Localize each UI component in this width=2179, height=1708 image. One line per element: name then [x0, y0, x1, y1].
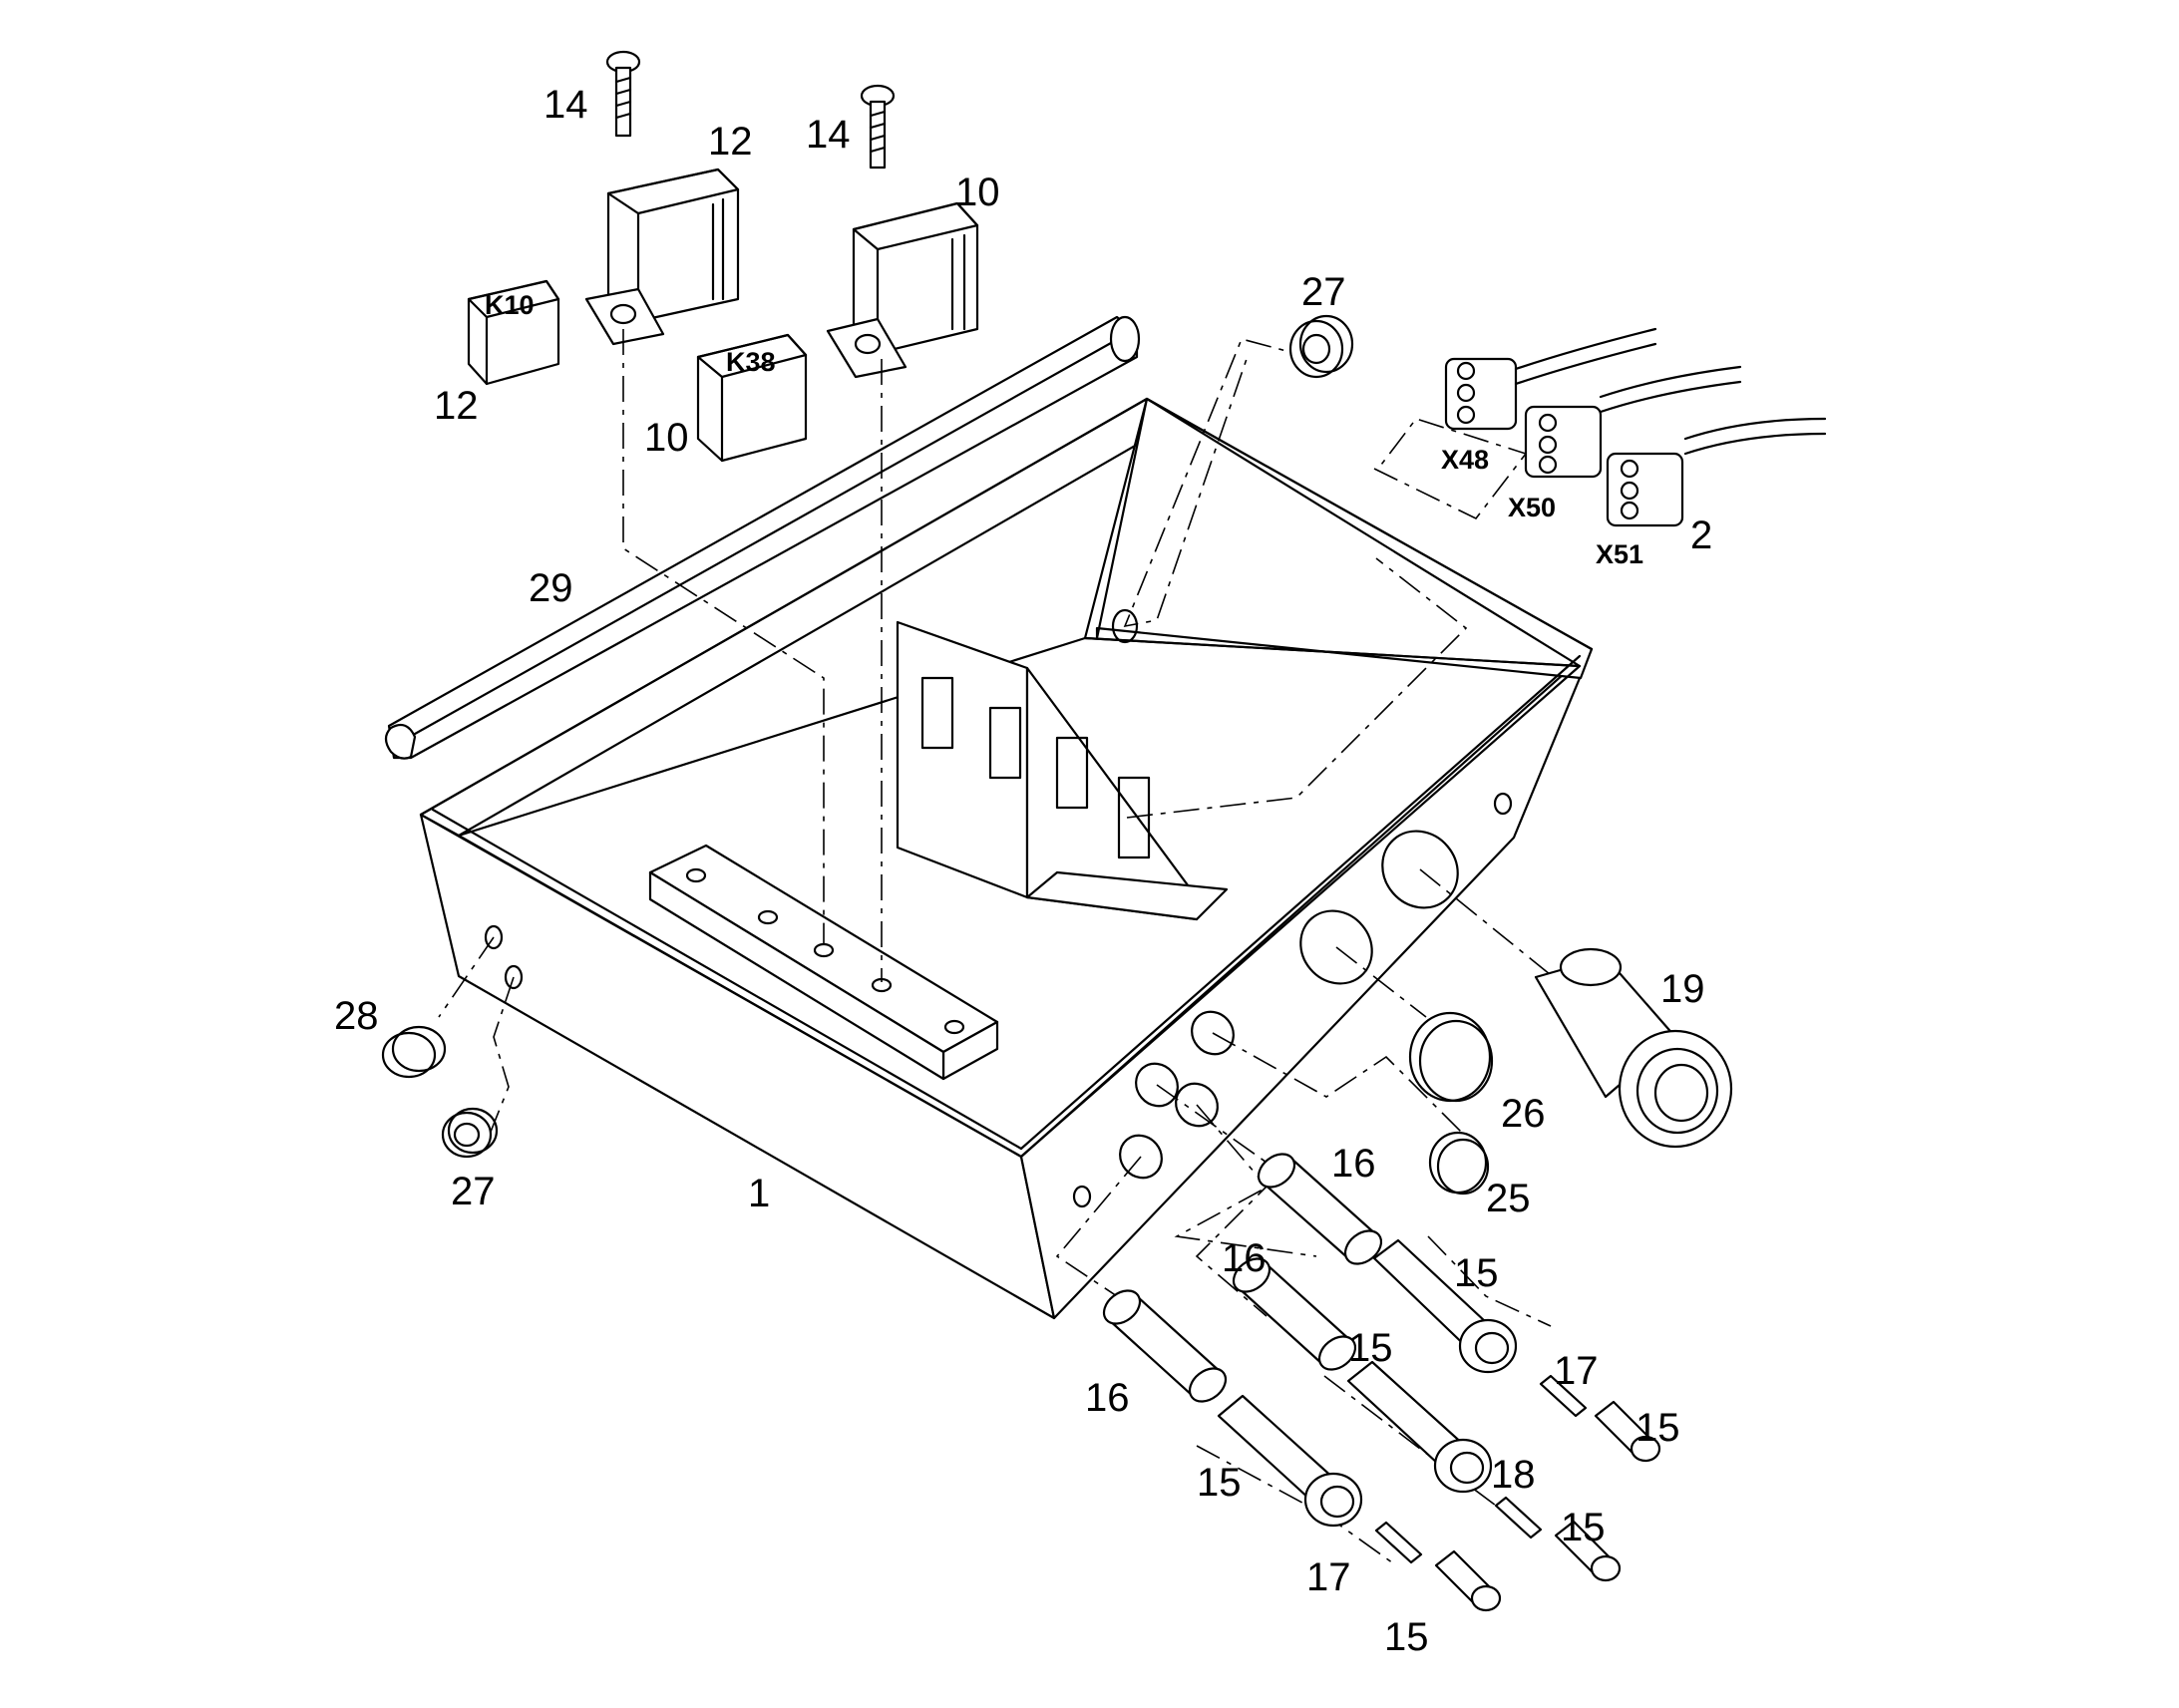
connector-x48 [1444, 327, 1657, 431]
fuse-cap-15-a [1594, 1400, 1661, 1463]
callout-14-right: 14 [806, 113, 851, 157]
fuse-cap-15-c [1434, 1549, 1502, 1612]
callout-15-f: 15 [1384, 1615, 1429, 1659]
fuse-holder-15-a [1372, 1238, 1518, 1374]
label-k10: K10 [485, 290, 535, 320]
label-k38: K38 [726, 347, 776, 377]
callout-16-b: 16 [1222, 1236, 1267, 1280]
sleeve-16-b [1232, 1257, 1357, 1371]
relay-socket-10 [826, 201, 979, 379]
callout-17-b: 17 [1306, 1555, 1351, 1599]
cable-gland-19 [1534, 947, 1733, 1149]
callout-16-a: 16 [1331, 1142, 1376, 1186]
sleeve-16-a [1257, 1153, 1383, 1265]
callout-27-bottom: 27 [451, 1170, 496, 1213]
callout-15-c: 15 [1635, 1406, 1680, 1450]
screw-14-right [860, 84, 896, 170]
callout-16-c: 16 [1085, 1376, 1130, 1420]
fuse-holder-15-b [1346, 1360, 1493, 1494]
plug-28 [381, 1025, 447, 1079]
callout-18: 18 [1491, 1453, 1536, 1497]
grommet-27-top [1288, 314, 1354, 379]
fuse-18 [1494, 1496, 1543, 1539]
callout-15-a: 15 [1454, 1251, 1499, 1295]
sleeve-16-c [1102, 1289, 1228, 1403]
callout-12-relay: 12 [434, 384, 479, 428]
label-x51: X51 [1596, 539, 1643, 569]
label-x48: X48 [1441, 445, 1489, 475]
fuse-17-b [1374, 1521, 1423, 1564]
relay-k38 [696, 333, 808, 463]
callout-14-left: 14 [544, 83, 588, 127]
connector-x51 [1606, 417, 1827, 527]
label-x50: X50 [1508, 493, 1556, 522]
fuse-17-a [1539, 1374, 1588, 1418]
edge-trim [384, 315, 1141, 760]
blanking-plug-25 [1428, 1131, 1490, 1196]
callout-15-b: 15 [1348, 1326, 1393, 1370]
callout-10-relay: 10 [644, 416, 689, 460]
callout-12-socket: 12 [708, 120, 753, 164]
relay-socket-12 [584, 168, 740, 346]
enclosure-box [419, 397, 1594, 1320]
grommet-27-bottom [441, 1107, 499, 1159]
connector-x50 [1524, 365, 1742, 479]
screw-14-left [605, 50, 641, 138]
callout-2: 2 [1690, 513, 1712, 557]
blanking-plug-26 [1408, 1011, 1494, 1103]
callout-29: 29 [529, 566, 573, 610]
callout-19: 19 [1660, 967, 1705, 1011]
relay-k10 [467, 279, 560, 386]
callout-1: 1 [748, 1172, 770, 1215]
callout-10-socket: 10 [955, 171, 1000, 214]
leader-lines [438, 329, 1567, 1566]
callout-28: 28 [334, 994, 379, 1038]
callout-27-top: 27 [1301, 270, 1346, 314]
callout-26: 26 [1501, 1092, 1546, 1136]
fuse-cap-15-b [1554, 1520, 1622, 1582]
callout-15-e: 15 [1561, 1506, 1606, 1549]
callout-25: 25 [1486, 1177, 1531, 1220]
callout-15-d: 15 [1197, 1461, 1242, 1505]
fuse-holder-15-c [1217, 1394, 1363, 1528]
callout-17-a: 17 [1554, 1349, 1599, 1393]
